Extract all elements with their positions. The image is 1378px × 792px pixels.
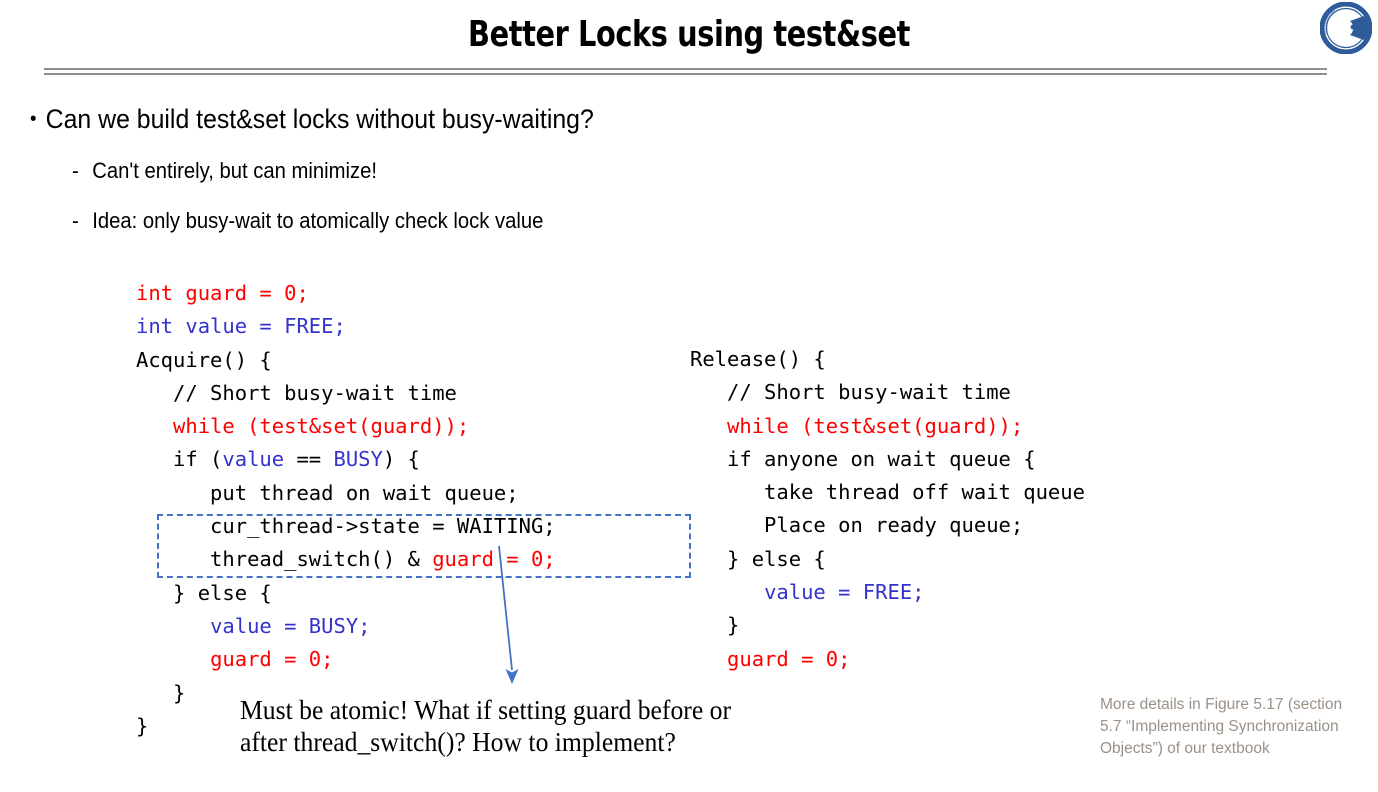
- bullet-level2-1: -Idea: only busy-wait to atomically chec…: [72, 208, 543, 234]
- code-line: cur_thread->state = WAITING;: [136, 510, 556, 543]
- code-token: [690, 647, 727, 671]
- code-token: } else {: [136, 580, 272, 605]
- code-token: int value = FREE;: [136, 314, 346, 339]
- textbook-reference-note: More details in Figure 5.17 (section 5.7…: [1100, 694, 1372, 760]
- code-line: if anyone on wait queue {: [690, 443, 1085, 476]
- code-token: [136, 647, 210, 671]
- code-line: }: [136, 710, 556, 743]
- code-token: put thread on wait queue;: [136, 480, 519, 505]
- code-token: guard = 0;: [210, 647, 334, 672]
- code-line: int guard = 0;: [136, 277, 556, 310]
- code-token: if anyone on wait queue {: [690, 446, 1036, 471]
- code-token: take thread off wait queue: [690, 480, 1085, 505]
- code-token: value: [222, 447, 285, 472]
- bullet-level2-0: -Can't entirely, but can minimize!: [72, 158, 377, 184]
- code-line: Place on ready queue;: [690, 509, 1085, 542]
- code-line: int value = FREE;: [136, 310, 556, 343]
- code-line: } else {: [690, 543, 1085, 576]
- code-token: }: [136, 713, 149, 738]
- code-line: while (test&set(guard));: [136, 410, 556, 443]
- code-token: guard = 0;: [432, 547, 556, 572]
- code-token: ) {: [382, 447, 420, 472]
- code-token: [136, 614, 210, 638]
- textbook-note-line2: 5.7 “Implementing Synchronization: [1100, 718, 1339, 735]
- code-line: // Short busy-wait time: [690, 376, 1085, 409]
- code-token: cur_thread->state = WAITING;: [136, 514, 556, 539]
- code-line: // Short busy-wait time: [136, 377, 556, 410]
- code-line: if (value == BUSY) {: [136, 443, 556, 476]
- annotation-caption-line2: after thread_switch()? How to implement?: [240, 727, 676, 757]
- code-token: if (: [136, 447, 223, 472]
- code-token: [690, 580, 764, 604]
- title-divider: [44, 68, 1327, 75]
- dash-bullet-icon: -: [72, 158, 79, 183]
- bullet-level1-text: Can we build test&set locks without busy…: [45, 104, 594, 134]
- code-token: }: [690, 613, 740, 638]
- annotation-caption-line1: Must be atomic! What if setting guard be…: [240, 695, 732, 725]
- code-line: } else {: [136, 577, 556, 610]
- bullet-level1: • Can we build test&set locks without bus…: [30, 103, 594, 135]
- divider-line-bottom: [44, 73, 1327, 75]
- code-token: Place on ready queue;: [690, 513, 1024, 538]
- code-token: ==: [284, 447, 334, 472]
- code-block-acquire: int guard = 0; int value = FREE; Acquire()…: [136, 277, 556, 743]
- code-line: value = BUSY;: [136, 610, 556, 643]
- code-token: while (test&set(guard));: [136, 414, 470, 439]
- svg-text:UNIVERSITY: UNIVERSITY: [1324, 14, 1329, 34]
- code-line: take thread off wait queue: [690, 476, 1085, 509]
- code-line: guard = 0;: [690, 643, 1085, 676]
- dash-bullet-icon: -: [72, 208, 79, 233]
- code-line: guard = 0;: [136, 643, 556, 676]
- code-block-release: Release() { // Short busy-wait time whil…: [690, 343, 1085, 676]
- code-token: // Short busy-wait time: [136, 380, 457, 405]
- svg-text:PEKING: PEKING: [1326, 8, 1337, 20]
- annotation-caption: Must be atomic! What if setting guard be…: [240, 694, 991, 758]
- code-token: while (test&set(guard));: [690, 413, 1024, 438]
- bullet-dot-icon: •: [30, 108, 37, 130]
- dashed-highlight-box: [157, 514, 691, 578]
- code-line: Acquire() {: [136, 344, 556, 377]
- code-token: }: [136, 680, 186, 705]
- code-token: } else {: [690, 546, 826, 571]
- code-line: value = FREE;: [690, 576, 1085, 609]
- code-line: thread_switch() & guard = 0;: [136, 543, 556, 576]
- code-line: Release() {: [690, 343, 1085, 376]
- code-line: while (test&set(guard));: [690, 410, 1085, 443]
- bullet-level2-0-text: Can't entirely, but can minimize!: [92, 158, 377, 183]
- code-token: int guard = 0;: [136, 281, 309, 305]
- page-title: Better Locks using test&set: [468, 14, 910, 55]
- bullet-level2-1-text: Idea: only busy-wait to atomically check…: [92, 208, 544, 233]
- code-token: value = BUSY;: [210, 613, 371, 638]
- code-line: }: [136, 677, 556, 710]
- code-token: value = FREE;: [764, 580, 925, 605]
- code-token: guard = 0;: [727, 646, 851, 671]
- university-seal-icon: PEKING UNIVERSITY: [1319, 1, 1373, 55]
- divider-line-top: [44, 68, 1327, 70]
- code-token: thread_switch() &: [136, 547, 433, 572]
- code-token: BUSY: [333, 447, 383, 472]
- code-line: put thread on wait queue;: [136, 477, 556, 510]
- code-token: Release() {: [690, 347, 826, 371]
- code-line: }: [690, 609, 1085, 642]
- code-token: Acquire() {: [136, 347, 272, 372]
- down-arrow-icon: [470, 540, 540, 690]
- code-token: // Short busy-wait time: [690, 380, 1011, 405]
- textbook-note-line3: Objects”) of our textbook: [1100, 740, 1270, 757]
- textbook-note-line1: More details in Figure 5.17 (section: [1100, 696, 1343, 713]
